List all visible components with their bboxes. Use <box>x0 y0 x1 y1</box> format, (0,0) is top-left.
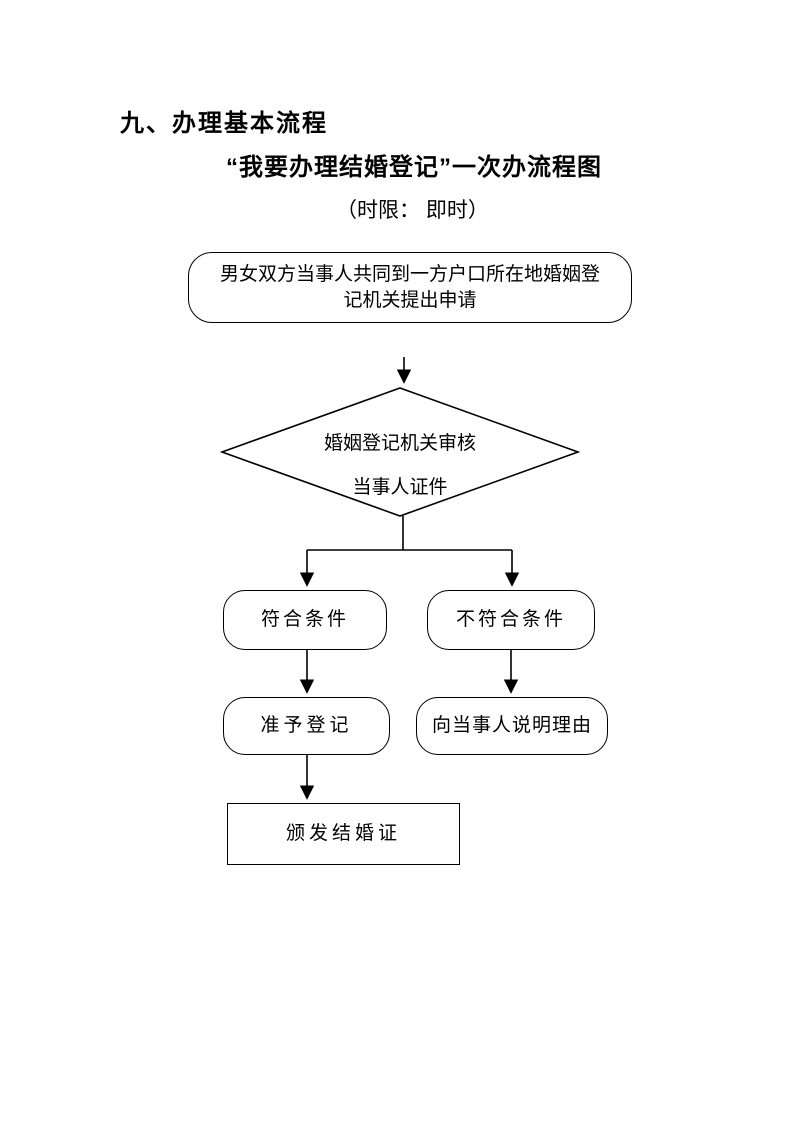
flowchart-title: “我要办理结婚登记”一次办流程图 <box>226 154 602 181</box>
flow-node-explain-label: 向当事人说明理由 <box>431 715 592 736</box>
flow-node-not-eligible-label: 不符合条件 <box>455 609 566 630</box>
flow-node-grant-label: 准予登记 <box>260 715 353 736</box>
flow-node-issue: 颁发结婚证 <box>227 803 460 865</box>
flow-node-apply-line2: 记机关提出申请 <box>343 289 477 311</box>
flow-node-review-line1: 婚姻登记机关审核 <box>323 433 477 454</box>
section-heading: 九、办理基本流程 <box>120 110 328 137</box>
flow-node-apply: 男女双方当事人共同到一方户口所在地婚姻登 记机关提出申请 <box>188 252 632 323</box>
flow-node-explain: 向当事人说明理由 <box>416 697 608 755</box>
flow-node-not-eligible: 不符合条件 <box>427 590 595 650</box>
time-limit-note: （时限： 即时） <box>336 199 489 222</box>
flow-node-review-line2: 当事人证件 <box>352 477 448 498</box>
flow-node-apply-line1: 男女双方当事人共同到一方户口所在地婚姻登 <box>219 263 600 285</box>
flow-node-issue-label: 颁发结婚证 <box>285 823 401 844</box>
flow-node-review-shape <box>219 387 581 517</box>
flow-node-eligible-label: 符合条件 <box>260 609 349 630</box>
flow-node-eligible: 符合条件 <box>223 590 387 650</box>
flow-node-grant: 准予登记 <box>223 697 390 755</box>
